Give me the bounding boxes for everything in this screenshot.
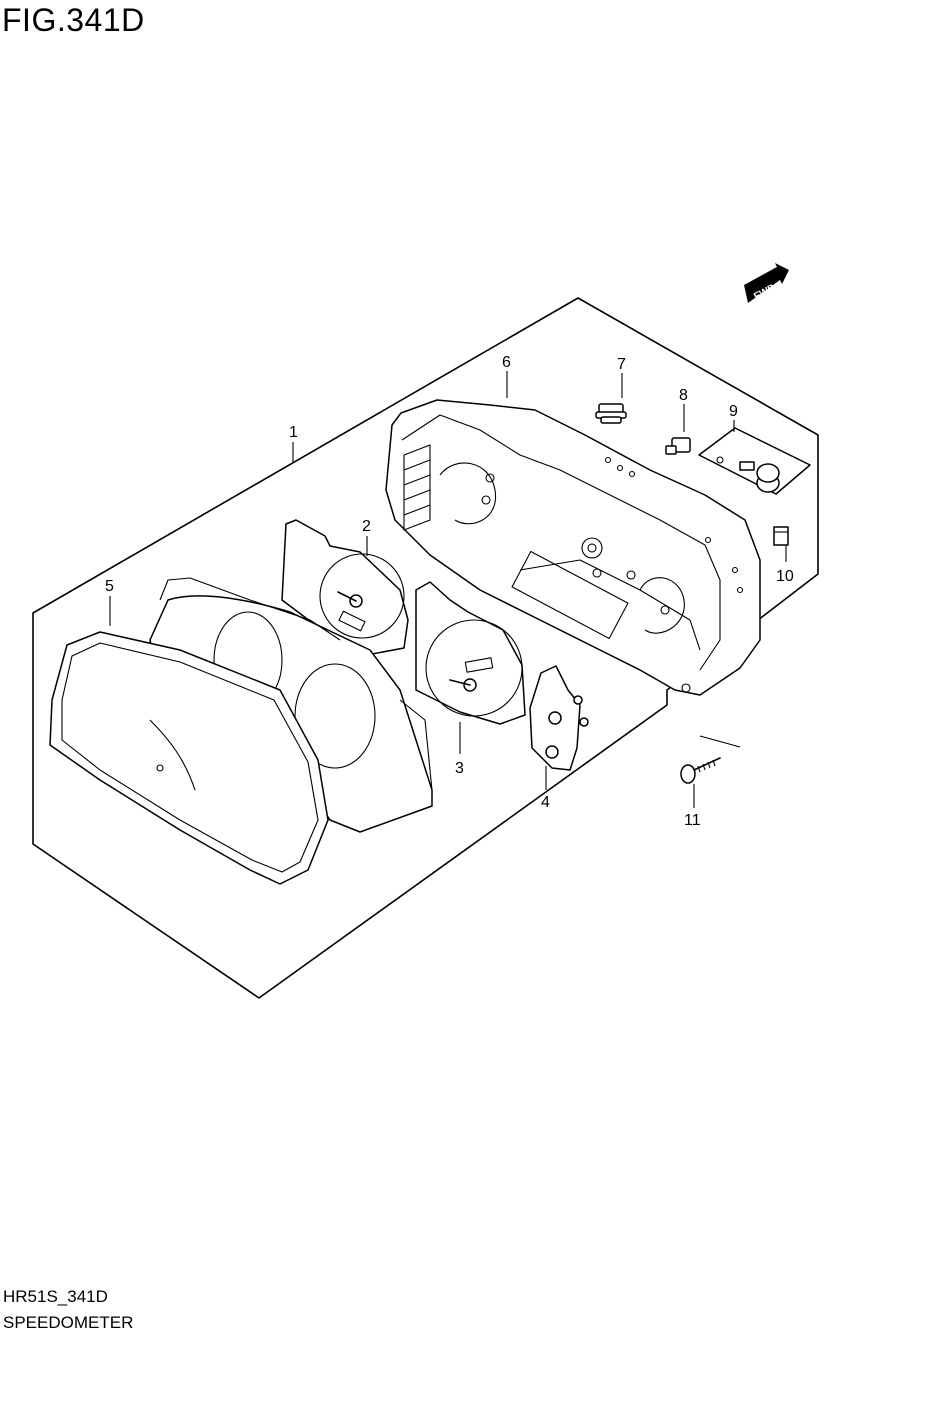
- callout-3: 3: [455, 760, 464, 777]
- figure-title: FIG.341D: [2, 2, 145, 38]
- callout-5: 5: [105, 578, 114, 595]
- callout-2: 2: [362, 518, 371, 535]
- part-10-clip: [773, 526, 789, 546]
- callout-6: 6: [502, 354, 511, 371]
- part-8-switch: [665, 437, 691, 455]
- part-11-screw: [680, 757, 721, 784]
- diagram-title: SPEEDOMETER: [3, 1313, 134, 1332]
- model-code: HR51S_341D: [3, 1287, 108, 1306]
- part-9-board: [698, 427, 811, 495]
- callout-1: 1: [289, 424, 298, 441]
- callout-9: 9: [729, 403, 738, 420]
- callout-11: 11: [684, 812, 701, 829]
- callout-10: 10: [776, 568, 794, 585]
- callout-8: 8: [679, 387, 688, 404]
- part-7-bulb: [595, 403, 627, 424]
- callout-labels: 1 2 3 4 5 6 7 8 9 10 11: [105, 354, 794, 829]
- fwd-arrow-icon: FWD: [744, 263, 789, 303]
- leader-lines: [109, 371, 787, 808]
- callout-7: 7: [617, 356, 626, 373]
- part-6-rear-case: [385, 399, 761, 696]
- part-4-gauge-unit: [529, 665, 589, 771]
- part-3-speedo-dial: [415, 581, 526, 725]
- part-5-lens: [49, 631, 329, 885]
- callout-4: 4: [541, 794, 550, 811]
